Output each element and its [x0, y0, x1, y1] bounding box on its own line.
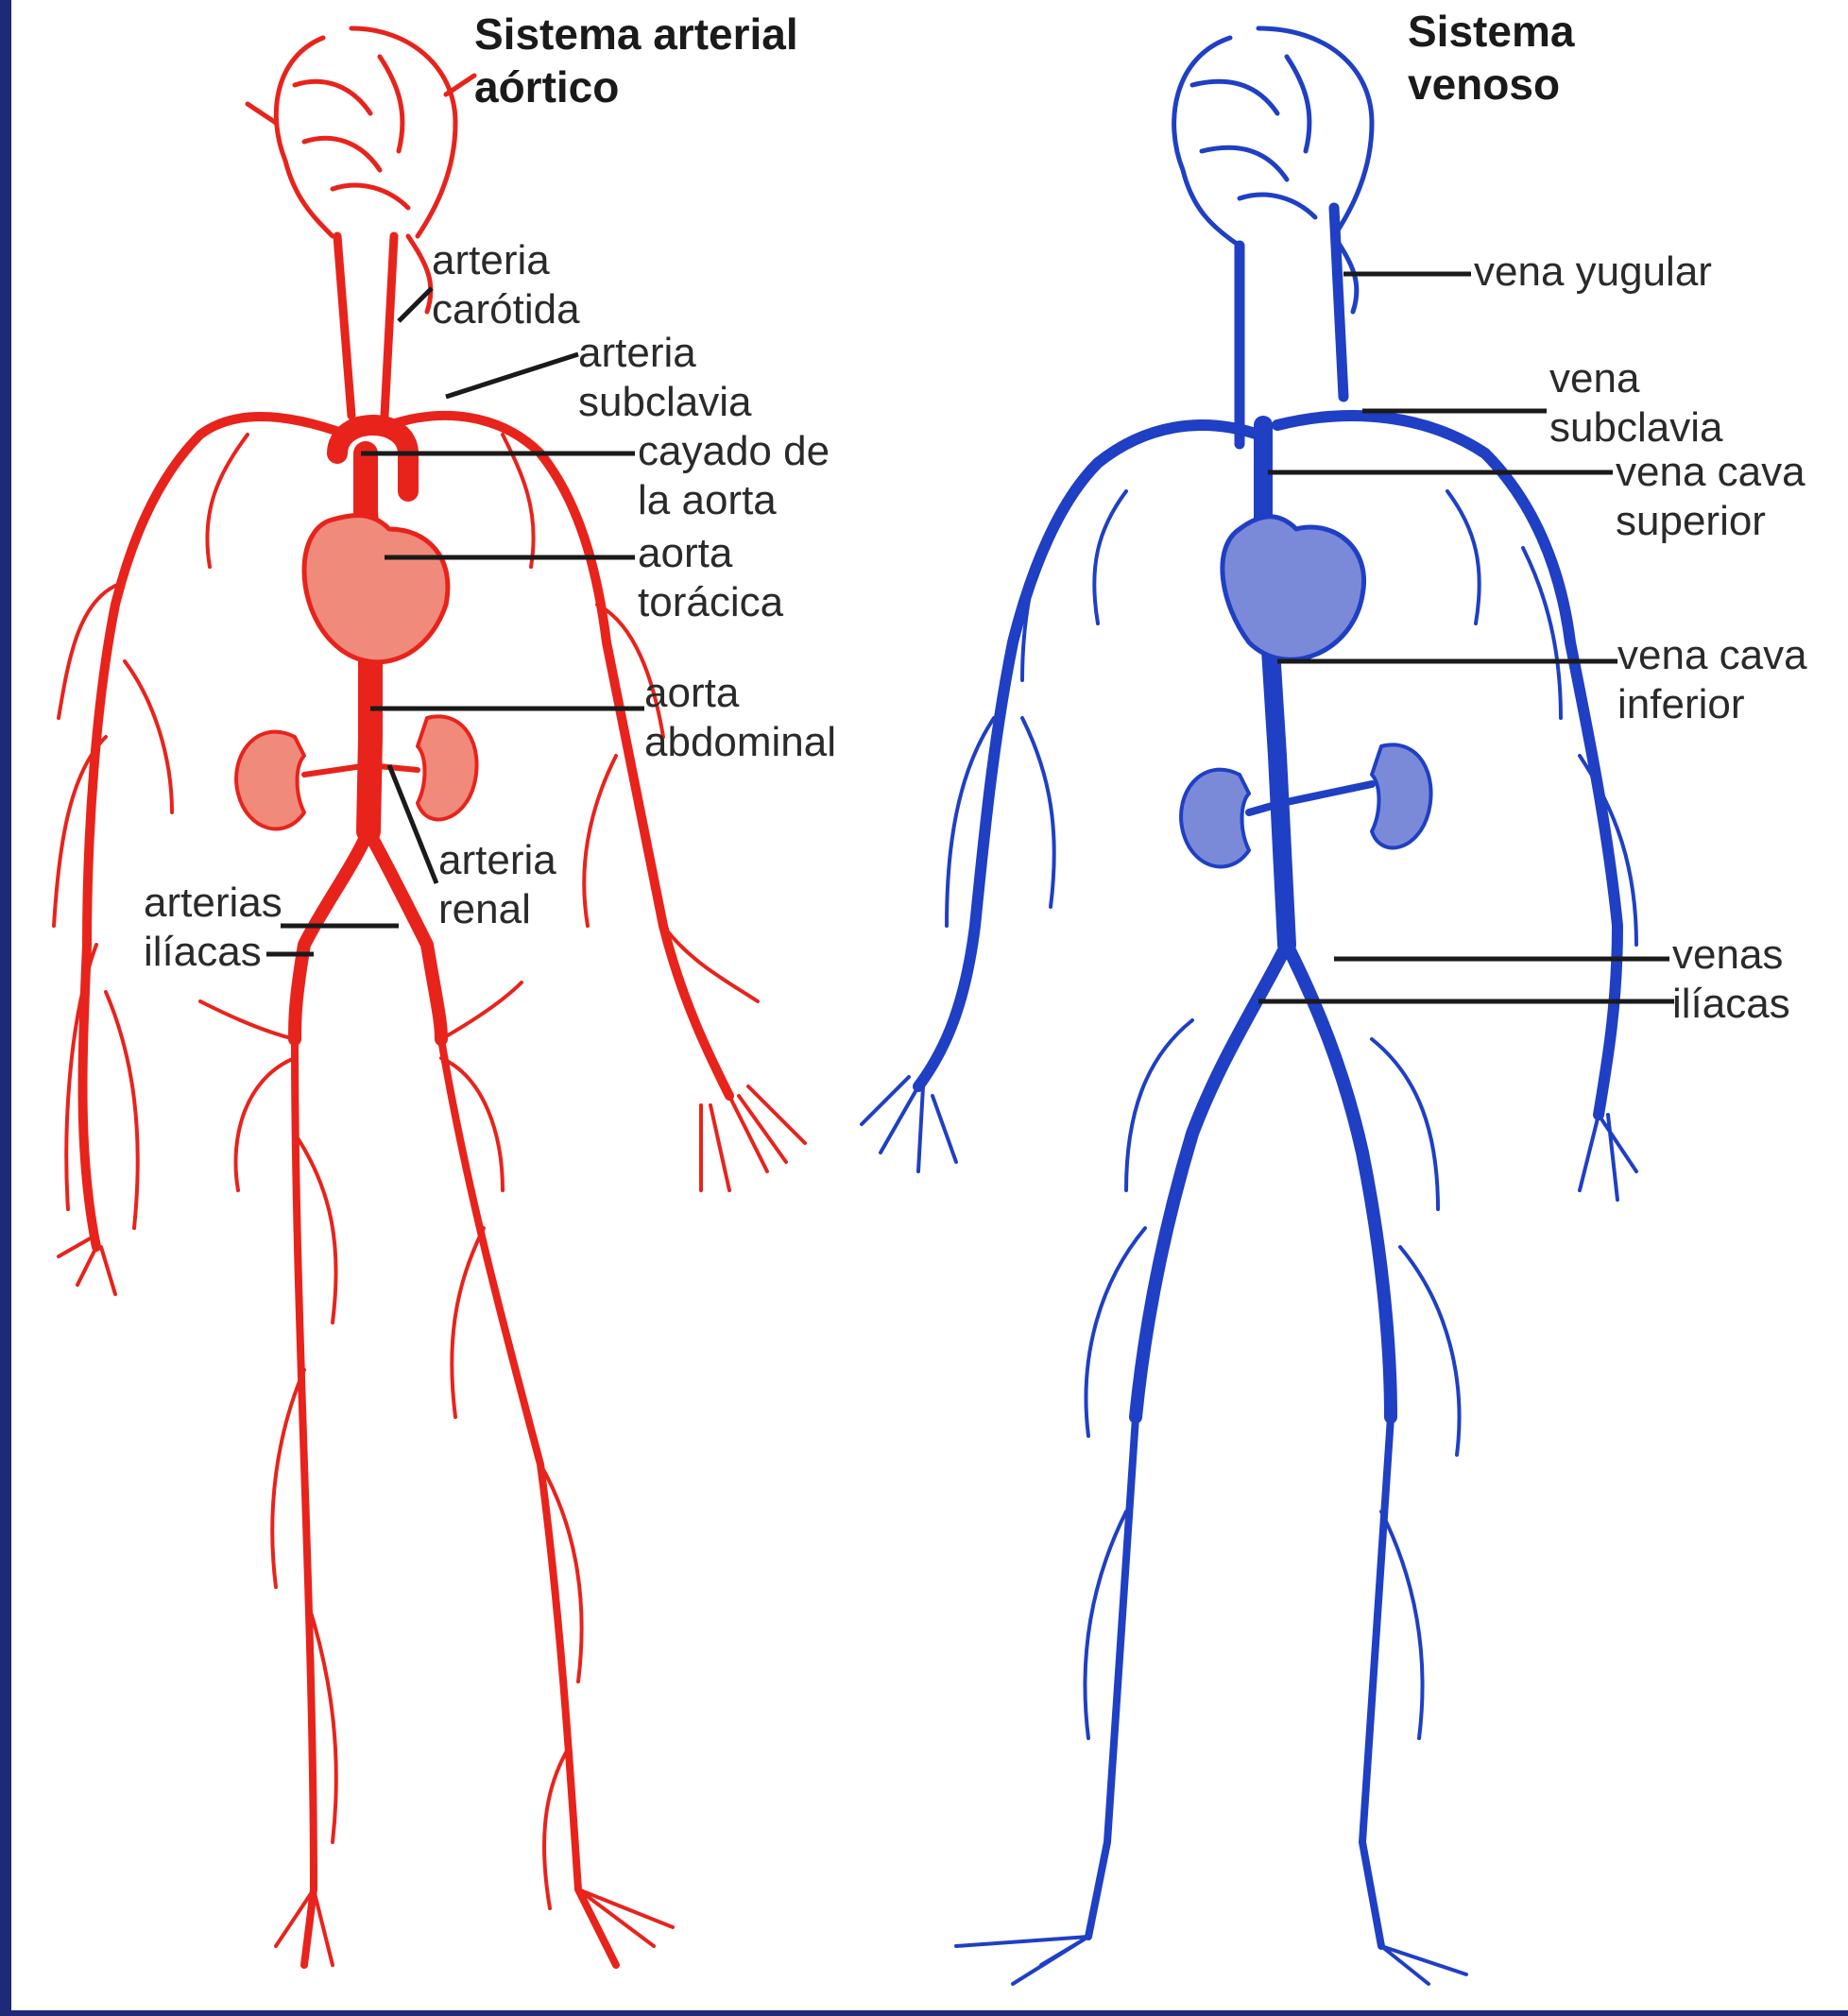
arterial-neck [337, 236, 394, 416]
arterial-legs [295, 831, 441, 1039]
label-venas-iliacas: venas ilíacas [1672, 931, 1790, 1029]
venous-heart [1223, 517, 1364, 659]
venous-leg-branches [956, 1020, 1466, 1984]
label-vena-yugular: vena yugular [1474, 248, 1712, 297]
venous-title: Sistema venoso [1408, 5, 1574, 111]
label-text: ilíacas [1672, 980, 1790, 1029]
venous-title-line1: Sistema [1408, 5, 1574, 58]
arterial-kidney-left [236, 732, 304, 829]
label-text: renal [438, 885, 556, 934]
label-vena-subclavia: vena subclavia [1549, 354, 1722, 453]
arterial-heart [304, 516, 448, 662]
label-text: inferior [1617, 680, 1807, 729]
label-aorta-abdominal: aorta abdominal [644, 669, 836, 767]
arterial-leg-vessels [295, 1039, 616, 1965]
vena-cava [1263, 425, 1287, 945]
venous-leg-vessels [1088, 1417, 1391, 1946]
label-arterias-iliacas: arterias ilíacas [144, 879, 282, 977]
circulatory-illustration [11, 0, 1848, 2010]
arterial-leg-branches [200, 982, 673, 1965]
venous-kidney-left [1181, 770, 1249, 867]
label-text: abdominal [644, 718, 836, 767]
arterial-title-line1: Sistema arterial [474, 8, 798, 60]
label-text: cayado de [638, 427, 830, 476]
arterial-title-line2: aórtico [474, 60, 798, 113]
label-text: vena yugular [1474, 248, 1712, 297]
venous-legs [1136, 945, 1391, 1417]
venous-renal-branches [1249, 784, 1372, 812]
label-text: ilíacas [144, 928, 282, 977]
venous-jugular [1240, 208, 1343, 444]
label-text: superior [1616, 497, 1805, 546]
label-vena-cava-superior: vena cava superior [1616, 448, 1805, 546]
venous-title-line2: venoso [1408, 58, 1574, 111]
arterial-title: Sistema arterial aórtico [474, 8, 798, 113]
arterial-kidney-right [418, 716, 477, 819]
label-vena-cava-inferior: vena cava inferior [1617, 631, 1807, 729]
label-text: arteria [578, 329, 751, 378]
label-arteria-renal: arteria renal [438, 836, 556, 934]
label-text: vena cava [1617, 631, 1807, 680]
label-text: arteria [438, 836, 556, 885]
label-text: torácica [638, 578, 783, 627]
leader-arteria-subclavia [446, 354, 578, 397]
label-text: carótida [432, 285, 580, 334]
label-text: arterias [144, 879, 282, 928]
diagram-canvas: Sistema arterial aórtico Sistema venoso … [11, 0, 1848, 2010]
label-cayado-aorta: cayado de la aorta [638, 427, 830, 525]
venous-kidney-right [1372, 744, 1431, 847]
label-text: la aorta [638, 476, 830, 525]
label-text: aorta [644, 669, 836, 718]
label-aorta-toracica: aorta torácica [638, 529, 783, 627]
label-text: arteria [432, 236, 580, 285]
label-text: subclavia [578, 378, 751, 427]
label-text: subclavia [1549, 403, 1722, 453]
label-arteria-subclavia: arteria subclavia [578, 329, 751, 427]
label-text: venas [1672, 931, 1790, 980]
label-text: vena cava [1616, 448, 1805, 497]
arterial-figure [54, 28, 805, 1965]
label-text: vena [1549, 354, 1722, 403]
label-text: aorta [638, 529, 783, 578]
venous-figure [862, 28, 1636, 1984]
label-arteria-carotida: arteria carótida [432, 236, 580, 334]
